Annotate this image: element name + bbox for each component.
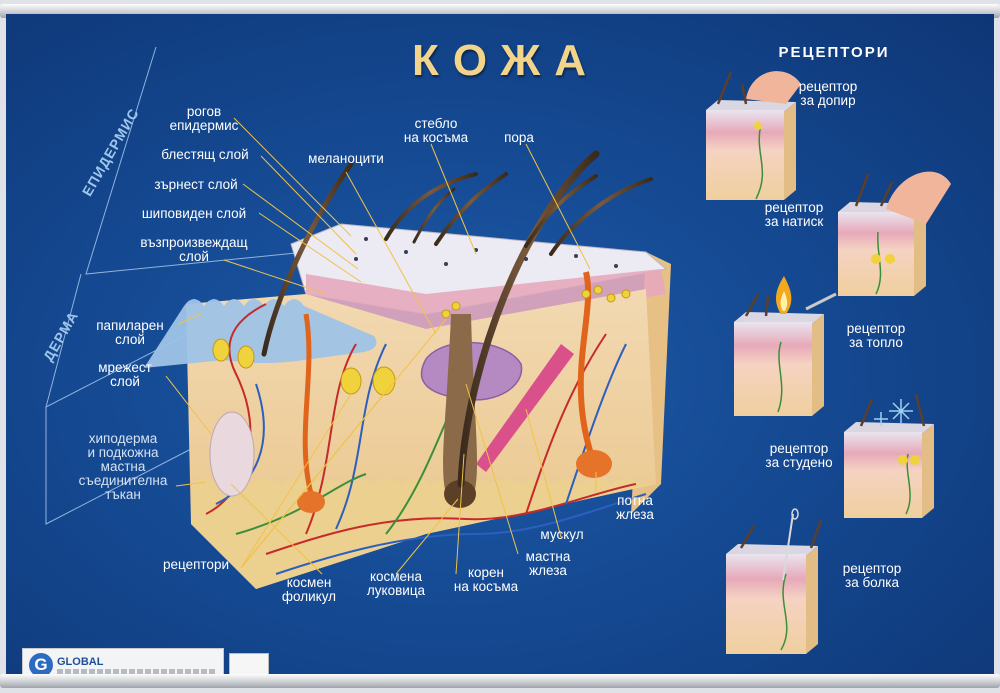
receptors-title: РЕЦЕПТОРИ	[778, 44, 890, 61]
follicle-left	[209, 411, 255, 497]
hair-follicle	[443, 314, 478, 504]
globe-icon: G	[29, 653, 53, 677]
receptor-cube-pressure	[838, 171, 951, 296]
label-pore: пора	[504, 130, 534, 145]
surface-pores	[354, 237, 618, 268]
bottom-hanging-rail	[0, 674, 1000, 688]
papillary-layer	[144, 299, 377, 368]
page-title: КОЖА	[411, 36, 601, 85]
arrector-muscle	[476, 344, 574, 472]
hair-shafts	[261, 150, 653, 488]
hair-bulb	[444, 480, 476, 508]
label-muscle: мускул	[540, 527, 584, 542]
receptor-cube-touch	[706, 71, 801, 200]
epidermis-bracket	[85, 46, 337, 275]
receptor-cube-cold	[844, 393, 934, 518]
publisher-name: GLOBAL	[57, 656, 104, 668]
leader-lines	[165, 117, 597, 575]
receptor-cube-warm	[734, 276, 837, 416]
publisher-fine-print	[57, 669, 217, 677]
label-lucid-layer: блестящ слой	[161, 147, 249, 162]
receptor-bulbs	[212, 285, 631, 396]
hypodermis-bracket	[45, 407, 192, 525]
label-melanocytes: меланоцити	[308, 151, 384, 166]
epidermis-layers	[306, 269, 666, 334]
skin-diagram	[45, 46, 951, 654]
receptor-cube-pain	[726, 508, 823, 654]
sweat-glands	[297, 271, 612, 513]
label-granular-layer: зърнест слой	[154, 177, 238, 192]
label-spinous-layer: шиповиден слой	[141, 206, 247, 221]
label-receptors: рецептори	[162, 557, 229, 572]
